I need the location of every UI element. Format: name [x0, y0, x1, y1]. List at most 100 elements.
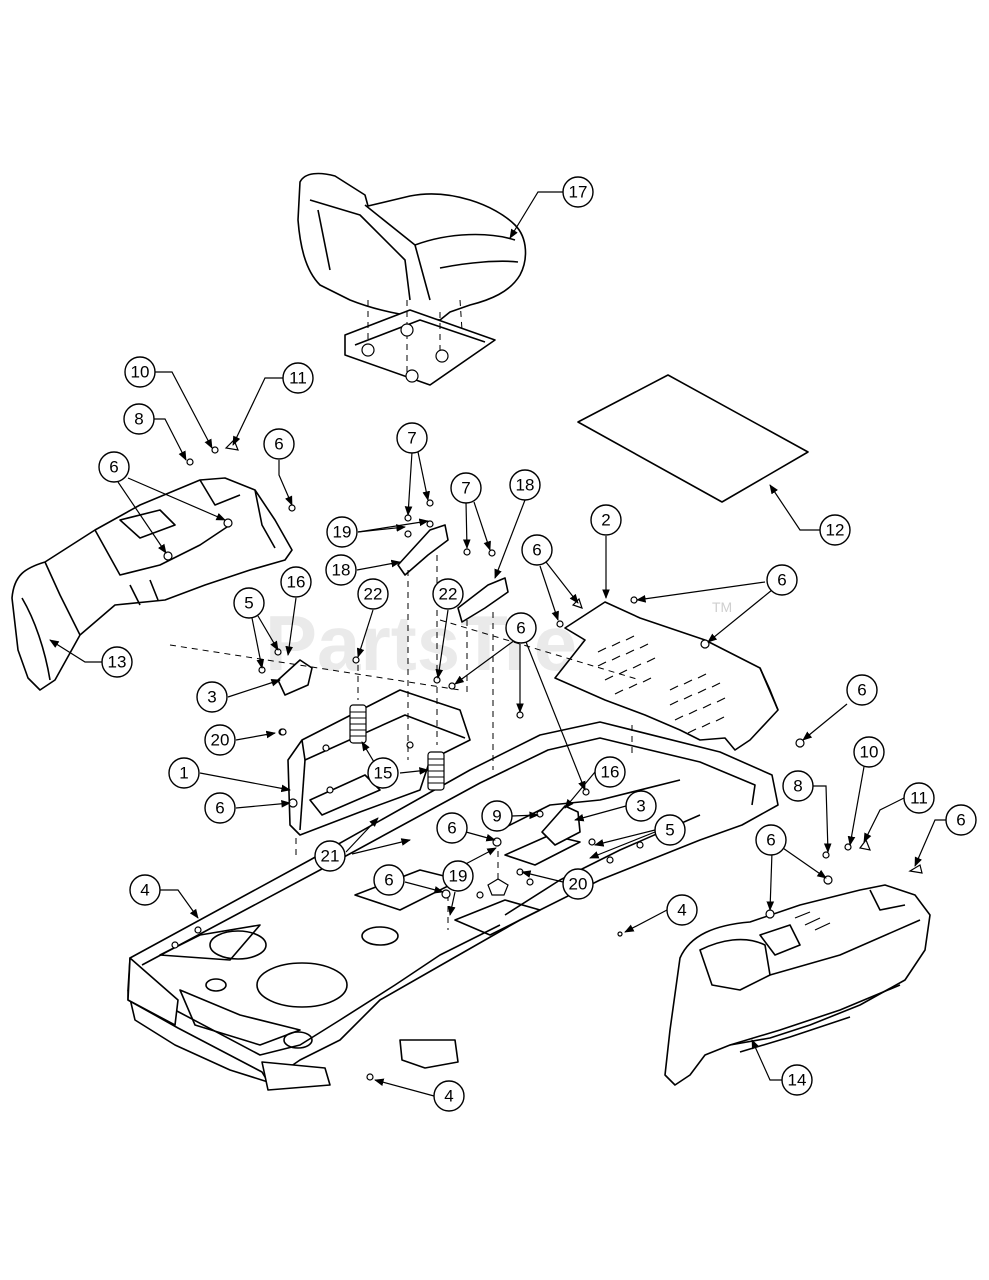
- watermark-trademark: TM: [712, 599, 732, 615]
- callout-6: 6: [505, 612, 537, 644]
- svg-text:1: 1: [179, 764, 188, 783]
- callout-6: 6: [436, 812, 468, 844]
- svg-text:4: 4: [140, 881, 149, 900]
- left-fender-part: [11, 477, 293, 691]
- spring-right-part: [427, 751, 445, 791]
- callouts: 17 10 11 8 6 6 7 7 18 19 18 2 12 6 6 16 …: [98, 176, 977, 1112]
- svg-text:20: 20: [569, 875, 588, 894]
- svg-text:13: 13: [108, 653, 127, 672]
- svg-text:4: 4: [677, 901, 686, 920]
- svg-text:8: 8: [134, 410, 143, 429]
- leader-lines: [49, 191, 946, 1097]
- svg-text:19: 19: [333, 523, 352, 542]
- callout-20: 20: [562, 868, 594, 900]
- svg-text:22: 22: [439, 585, 458, 604]
- callout-7: 7: [450, 472, 482, 504]
- callout-16: 16: [594, 756, 626, 788]
- callout-17: 17: [562, 176, 594, 208]
- callout-19: 19: [442, 860, 474, 892]
- svg-text:9: 9: [492, 807, 501, 826]
- callout-18: 18: [325, 554, 357, 586]
- svg-text:7: 7: [407, 429, 416, 448]
- callout-15: 15: [367, 757, 399, 789]
- callout-16: 16: [280, 566, 312, 598]
- svg-text:6: 6: [532, 541, 541, 560]
- svg-text:12: 12: [826, 521, 845, 540]
- callout-7: 7: [396, 422, 428, 454]
- callout-6: 6: [945, 804, 977, 836]
- callout-6: 6: [766, 564, 798, 596]
- bracket-right-part: [541, 805, 581, 846]
- hinge-bracket-left-part: [397, 524, 449, 576]
- svg-text:16: 16: [287, 573, 306, 592]
- callout-21: 21: [314, 840, 346, 872]
- callout-6: 6: [373, 864, 405, 896]
- callout-5: 5: [233, 587, 265, 619]
- callout-9: 9: [481, 800, 513, 832]
- callout-6: 6: [755, 824, 787, 856]
- callout-8: 8: [123, 403, 155, 435]
- callout-12: 12: [819, 514, 851, 546]
- svg-text:6: 6: [215, 799, 224, 818]
- svg-text:11: 11: [910, 789, 928, 808]
- svg-text:17: 17: [569, 183, 588, 202]
- callout-14: 14: [781, 1064, 813, 1096]
- foot-plate-part: [554, 601, 779, 751]
- seat-part: [297, 172, 527, 386]
- callout-20: 20: [204, 724, 236, 756]
- svg-text:6: 6: [516, 619, 525, 638]
- svg-text:8: 8: [793, 777, 802, 796]
- svg-text:6: 6: [956, 811, 965, 830]
- svg-text:21: 21: [321, 847, 340, 866]
- callout-11: 11: [903, 782, 935, 814]
- callout-10: 10: [124, 356, 156, 388]
- svg-text:16: 16: [601, 763, 620, 782]
- svg-text:19: 19: [449, 867, 468, 886]
- callout-8: 8: [782, 770, 814, 802]
- svg-text:10: 10: [131, 363, 150, 382]
- svg-text:20: 20: [211, 731, 230, 750]
- svg-text:6: 6: [447, 819, 456, 838]
- callout-11: 11: [282, 362, 314, 394]
- callout-6: 6: [204, 792, 236, 824]
- callout-3: 3: [625, 790, 657, 822]
- svg-text:6: 6: [777, 571, 786, 590]
- callout-3: 3: [196, 681, 228, 713]
- callout-6: 6: [521, 534, 553, 566]
- svg-text:3: 3: [207, 688, 216, 707]
- hinge-bracket-right-part: [457, 577, 509, 623]
- svg-text:6: 6: [766, 831, 775, 850]
- callout-19: 19: [326, 516, 358, 548]
- svg-text:15: 15: [374, 764, 393, 783]
- spring-left-part: [349, 704, 367, 744]
- callout-4: 4: [129, 874, 161, 906]
- callout-6: 6: [98, 451, 130, 483]
- callout-18: 18: [509, 469, 541, 501]
- svg-text:5: 5: [244, 594, 253, 613]
- svg-text:10: 10: [860, 743, 879, 762]
- callout-5: 5: [654, 814, 686, 846]
- svg-text:6: 6: [857, 681, 866, 700]
- callout-22: 22: [357, 578, 389, 610]
- svg-text:6: 6: [109, 458, 118, 477]
- callout-4: 4: [666, 894, 698, 926]
- callout-2: 2: [590, 504, 622, 536]
- svg-text:14: 14: [788, 1071, 807, 1090]
- svg-text:3: 3: [636, 797, 645, 816]
- svg-text:4: 4: [444, 1087, 453, 1106]
- callout-10: 10: [853, 736, 885, 768]
- svg-text:22: 22: [364, 585, 383, 604]
- assembly-lines: [169, 555, 641, 930]
- callout-1: 1: [168, 757, 200, 789]
- callout-6: 6: [846, 674, 878, 706]
- callout-4: 4: [433, 1080, 465, 1112]
- svg-text:6: 6: [274, 435, 283, 454]
- decal-part: [577, 374, 809, 503]
- bracket-left-part: [277, 659, 313, 696]
- right-fender-part: [664, 884, 931, 1086]
- svg-text:5: 5: [665, 821, 674, 840]
- svg-text:11: 11: [289, 369, 307, 388]
- callout-6: 6: [263, 428, 295, 460]
- callout-13: 13: [101, 646, 133, 678]
